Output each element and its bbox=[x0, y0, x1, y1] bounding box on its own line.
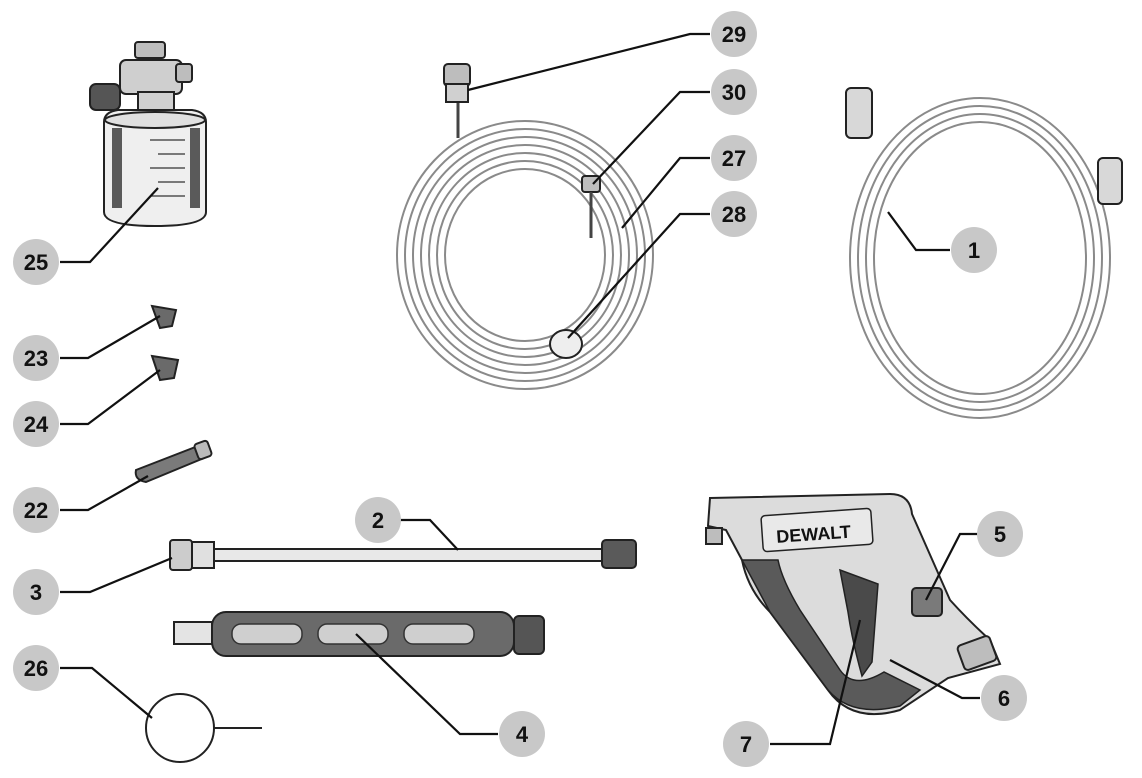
coiled-hose-illustration bbox=[396, 63, 654, 390]
svg-text:4: 4 bbox=[516, 722, 529, 747]
leader-23 bbox=[60, 315, 161, 360]
leader-26 bbox=[60, 666, 153, 719]
svg-text:3: 3 bbox=[30, 580, 42, 605]
leader-30 bbox=[592, 90, 710, 185]
callout-23: 23 bbox=[13, 335, 59, 381]
svg-text:30: 30 bbox=[722, 80, 746, 105]
nozzle-tip-24-illustration bbox=[150, 354, 180, 382]
high-pressure-hose-illustration bbox=[845, 87, 1123, 419]
callout-7: 7 bbox=[723, 721, 769, 767]
leader-5 bbox=[925, 532, 978, 601]
svg-text:22: 22 bbox=[24, 498, 48, 523]
svg-text:29: 29 bbox=[722, 22, 746, 47]
svg-text:26: 26 bbox=[24, 656, 48, 681]
turbo-nozzle-illustration bbox=[134, 439, 213, 484]
svg-text:1: 1 bbox=[968, 238, 980, 263]
leader-1 bbox=[887, 211, 950, 252]
leader-4 bbox=[355, 633, 498, 736]
o-ring-illustration bbox=[145, 693, 262, 763]
callout-22: 22 bbox=[13, 487, 59, 533]
extension-wand-illustration bbox=[173, 611, 545, 657]
leader-24 bbox=[60, 369, 161, 426]
callout-26: 26 bbox=[13, 645, 59, 691]
lance-illustration bbox=[169, 539, 637, 571]
leader-29 bbox=[467, 32, 710, 92]
callout-2: 2 bbox=[355, 497, 401, 543]
callout-30: 30 bbox=[711, 69, 757, 115]
brand-label-background bbox=[760, 507, 874, 553]
leader-28 bbox=[567, 212, 710, 339]
leader-22 bbox=[60, 475, 149, 512]
spray-gun-illustration bbox=[705, 492, 1002, 716]
leader-6 bbox=[889, 659, 980, 700]
svg-text:23: 23 bbox=[24, 346, 48, 371]
svg-text:6: 6 bbox=[998, 686, 1010, 711]
callout-4: 4 bbox=[499, 711, 545, 757]
leader-7 bbox=[770, 619, 862, 746]
callout-24: 24 bbox=[13, 401, 59, 447]
leader-3 bbox=[60, 556, 173, 594]
callout-5: 5 bbox=[977, 511, 1023, 557]
svg-text:27: 27 bbox=[722, 146, 746, 171]
callout-1: 1 bbox=[951, 227, 997, 273]
svg-text:7: 7 bbox=[740, 732, 752, 757]
callout-25: 25 bbox=[13, 239, 59, 285]
svg-text:5: 5 bbox=[994, 522, 1006, 547]
svg-text:25: 25 bbox=[24, 250, 48, 275]
callout-27: 27 bbox=[711, 135, 757, 181]
leader-25 bbox=[60, 187, 159, 264]
leader-2 bbox=[400, 518, 459, 551]
callout-29: 29 bbox=[711, 11, 757, 57]
svg-text:28: 28 bbox=[722, 202, 746, 227]
callout-28: 28 bbox=[711, 191, 757, 237]
nozzle-tip-23-illustration bbox=[150, 304, 178, 330]
leader-27 bbox=[621, 156, 710, 229]
svg-text:24: 24 bbox=[24, 412, 49, 437]
callout-6: 6 bbox=[981, 675, 1027, 721]
svg-text:2: 2 bbox=[372, 508, 384, 533]
leader-lines bbox=[60, 32, 980, 746]
callout-3: 3 bbox=[13, 569, 59, 615]
